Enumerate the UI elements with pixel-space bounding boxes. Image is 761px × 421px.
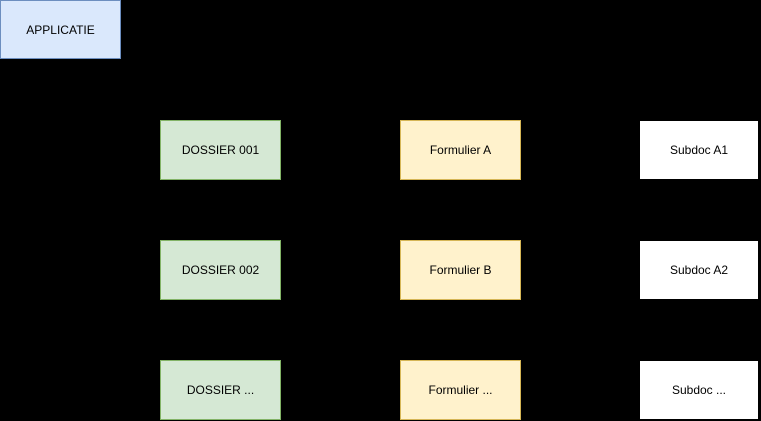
node-dossier-002: DOSSIER 002 [160,240,281,300]
node-subdoc-a2: Subdoc A2 [639,240,759,300]
node-dossier-001: DOSSIER 001 [160,120,281,180]
node-dossier-more: DOSSIER ... [160,360,281,420]
node-subdoc-a1: Subdoc A1 [639,120,759,180]
node-applicatie: APPLICATIE [0,0,121,59]
node-formulier-a: Formulier A [400,120,521,180]
node-formulier-b: Formulier B [400,240,521,300]
node-subdoc-more: Subdoc ... [639,360,759,420]
node-formulier-more: Formulier ... [400,360,521,420]
